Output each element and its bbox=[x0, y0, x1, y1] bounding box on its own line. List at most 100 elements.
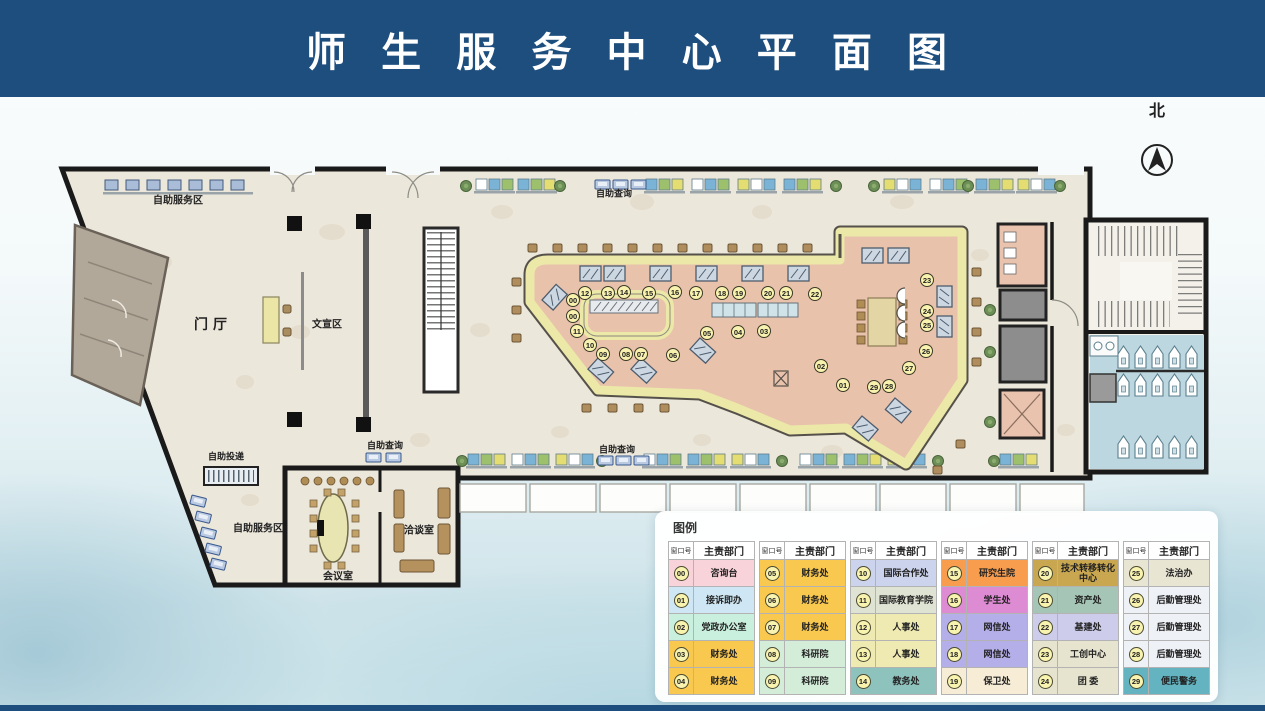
legend-header-window-no: 窗口号 bbox=[850, 541, 876, 560]
legend-window-cell: 03 bbox=[668, 640, 694, 668]
legend-department: 人事处 bbox=[875, 613, 937, 641]
legend-header-window-no: 窗口号 bbox=[941, 541, 967, 560]
legend-window-cell: 09 bbox=[759, 667, 785, 695]
parcel-machine bbox=[203, 466, 259, 486]
legend-window-number: 08 bbox=[764, 646, 780, 662]
legend-window-number: 18 bbox=[946, 646, 962, 662]
north-indicator: 北 bbox=[1138, 104, 1176, 120]
legend-window-number: 24 bbox=[1037, 673, 1053, 689]
legend-window-cell: 22 bbox=[1032, 613, 1058, 641]
legend-window-number: 15 bbox=[946, 565, 962, 581]
legend-department: 科研院 bbox=[784, 667, 846, 695]
legend-window-cell: 08 bbox=[759, 640, 785, 668]
legend-header-department: 主责部门 bbox=[875, 541, 937, 560]
legend-window-number: 21 bbox=[1037, 592, 1053, 608]
legend-window-cell: 11 bbox=[850, 586, 876, 614]
legend-window-number: 23 bbox=[1037, 646, 1053, 662]
legend-department: 技术转移转化中心 bbox=[1057, 559, 1119, 587]
legend-department: 保卫处 bbox=[966, 667, 1028, 695]
legend-department: 网信处 bbox=[966, 640, 1028, 668]
legend-department: 党政办公室 bbox=[693, 613, 755, 641]
compass-icon bbox=[1141, 144, 1173, 176]
legend-department: 研究生院 bbox=[966, 559, 1028, 587]
legend-window-number: 29 bbox=[1128, 673, 1144, 689]
legend-window-number: 26 bbox=[1128, 592, 1144, 608]
legend-window-number: 04 bbox=[673, 673, 689, 689]
partitions bbox=[287, 214, 371, 432]
exterior-paving bbox=[459, 483, 1085, 513]
meeting-rooms bbox=[282, 465, 461, 588]
legend-window-cell: 17 bbox=[941, 613, 967, 641]
restroom bbox=[1089, 335, 1204, 469]
reception-desk bbox=[262, 296, 292, 344]
elevator-strip bbox=[996, 222, 1079, 472]
legend-window-cell: 04 bbox=[668, 667, 694, 695]
legend-window-cell: 13 bbox=[850, 640, 876, 668]
legend-window-number: 19 bbox=[946, 673, 962, 689]
legend-window-number: 02 bbox=[673, 619, 689, 635]
legend-window-number: 22 bbox=[1037, 619, 1053, 635]
title-bar: 师 生 服 务 中 心 平 面 图 bbox=[0, 0, 1265, 97]
legend-window-number: 11 bbox=[855, 592, 871, 608]
legend-window-cell: 24 bbox=[1032, 667, 1058, 695]
legend-department: 学生处 bbox=[966, 586, 1028, 614]
legend-department: 资产处 bbox=[1057, 586, 1119, 614]
bottom-accent-strip bbox=[0, 705, 1265, 711]
legend-department: 财务处 bbox=[693, 640, 755, 668]
legend-header-department: 主责部门 bbox=[784, 541, 846, 560]
legend-window-number: 20 bbox=[1037, 565, 1053, 581]
legend-window-cell: 05 bbox=[759, 559, 785, 587]
legend-window-number: 01 bbox=[673, 592, 689, 608]
legend-window-cell: 21 bbox=[1032, 586, 1058, 614]
legend-title: 图例 bbox=[673, 521, 698, 535]
legend-department: 财务处 bbox=[784, 613, 846, 641]
legend-department: 国际教育学院 bbox=[875, 586, 937, 614]
self-service-area-top bbox=[103, 179, 253, 195]
legend-department: 咨询台 bbox=[693, 559, 755, 587]
legend-window-cell: 07 bbox=[759, 613, 785, 641]
legend-window-number: 13 bbox=[855, 646, 871, 662]
legend-header-window-no: 窗口号 bbox=[668, 541, 694, 560]
legend-window-cell: 02 bbox=[668, 613, 694, 641]
legend-department: 后勤管理处 bbox=[1148, 613, 1210, 641]
legend-window-cell: 15 bbox=[941, 559, 967, 587]
elevator-2 bbox=[998, 324, 1048, 384]
legend-department: 基建处 bbox=[1057, 613, 1119, 641]
legend-window-number: 05 bbox=[764, 565, 780, 581]
legend-department: 科研院 bbox=[784, 640, 846, 668]
legend-department: 国际合作处 bbox=[875, 559, 937, 587]
legend-department: 便民警务 bbox=[1148, 667, 1210, 695]
legend-department: 法治办 bbox=[1148, 559, 1210, 587]
legend-department: 教务处 bbox=[875, 667, 937, 695]
legend-department: 财务处 bbox=[693, 667, 755, 695]
legend-department: 财务处 bbox=[784, 559, 846, 587]
legend-window-number: 17 bbox=[946, 619, 962, 635]
legend-department: 人事处 bbox=[875, 640, 937, 668]
legend-window-cell: 26 bbox=[1123, 586, 1149, 614]
entrance-stair-block bbox=[70, 223, 170, 407]
legend-window-cell: 29 bbox=[1123, 667, 1149, 695]
legend-window-cell: 28 bbox=[1123, 640, 1149, 668]
legend-window-number: 09 bbox=[764, 673, 780, 689]
north-label: 北 bbox=[1148, 103, 1165, 120]
legend-window-cell: 20 bbox=[1032, 559, 1058, 587]
page-title: 师 生 服 务 中 心 平 面 图 bbox=[306, 30, 959, 75]
legend-window-cell: 14 bbox=[850, 667, 876, 695]
hall-staircase bbox=[422, 226, 460, 394]
legend-window-cell: 19 bbox=[941, 667, 967, 695]
legend-window-cell: 01 bbox=[668, 586, 694, 614]
legend-department: 网信处 bbox=[966, 613, 1028, 641]
legend-department: 工创中心 bbox=[1057, 640, 1119, 668]
legend-window-number: 03 bbox=[673, 646, 689, 662]
legend-window-number: 25 bbox=[1128, 565, 1144, 581]
legend-window-number: 07 bbox=[764, 619, 780, 635]
legend-window-cell: 12 bbox=[850, 613, 876, 641]
legend-department: 财务处 bbox=[784, 586, 846, 614]
